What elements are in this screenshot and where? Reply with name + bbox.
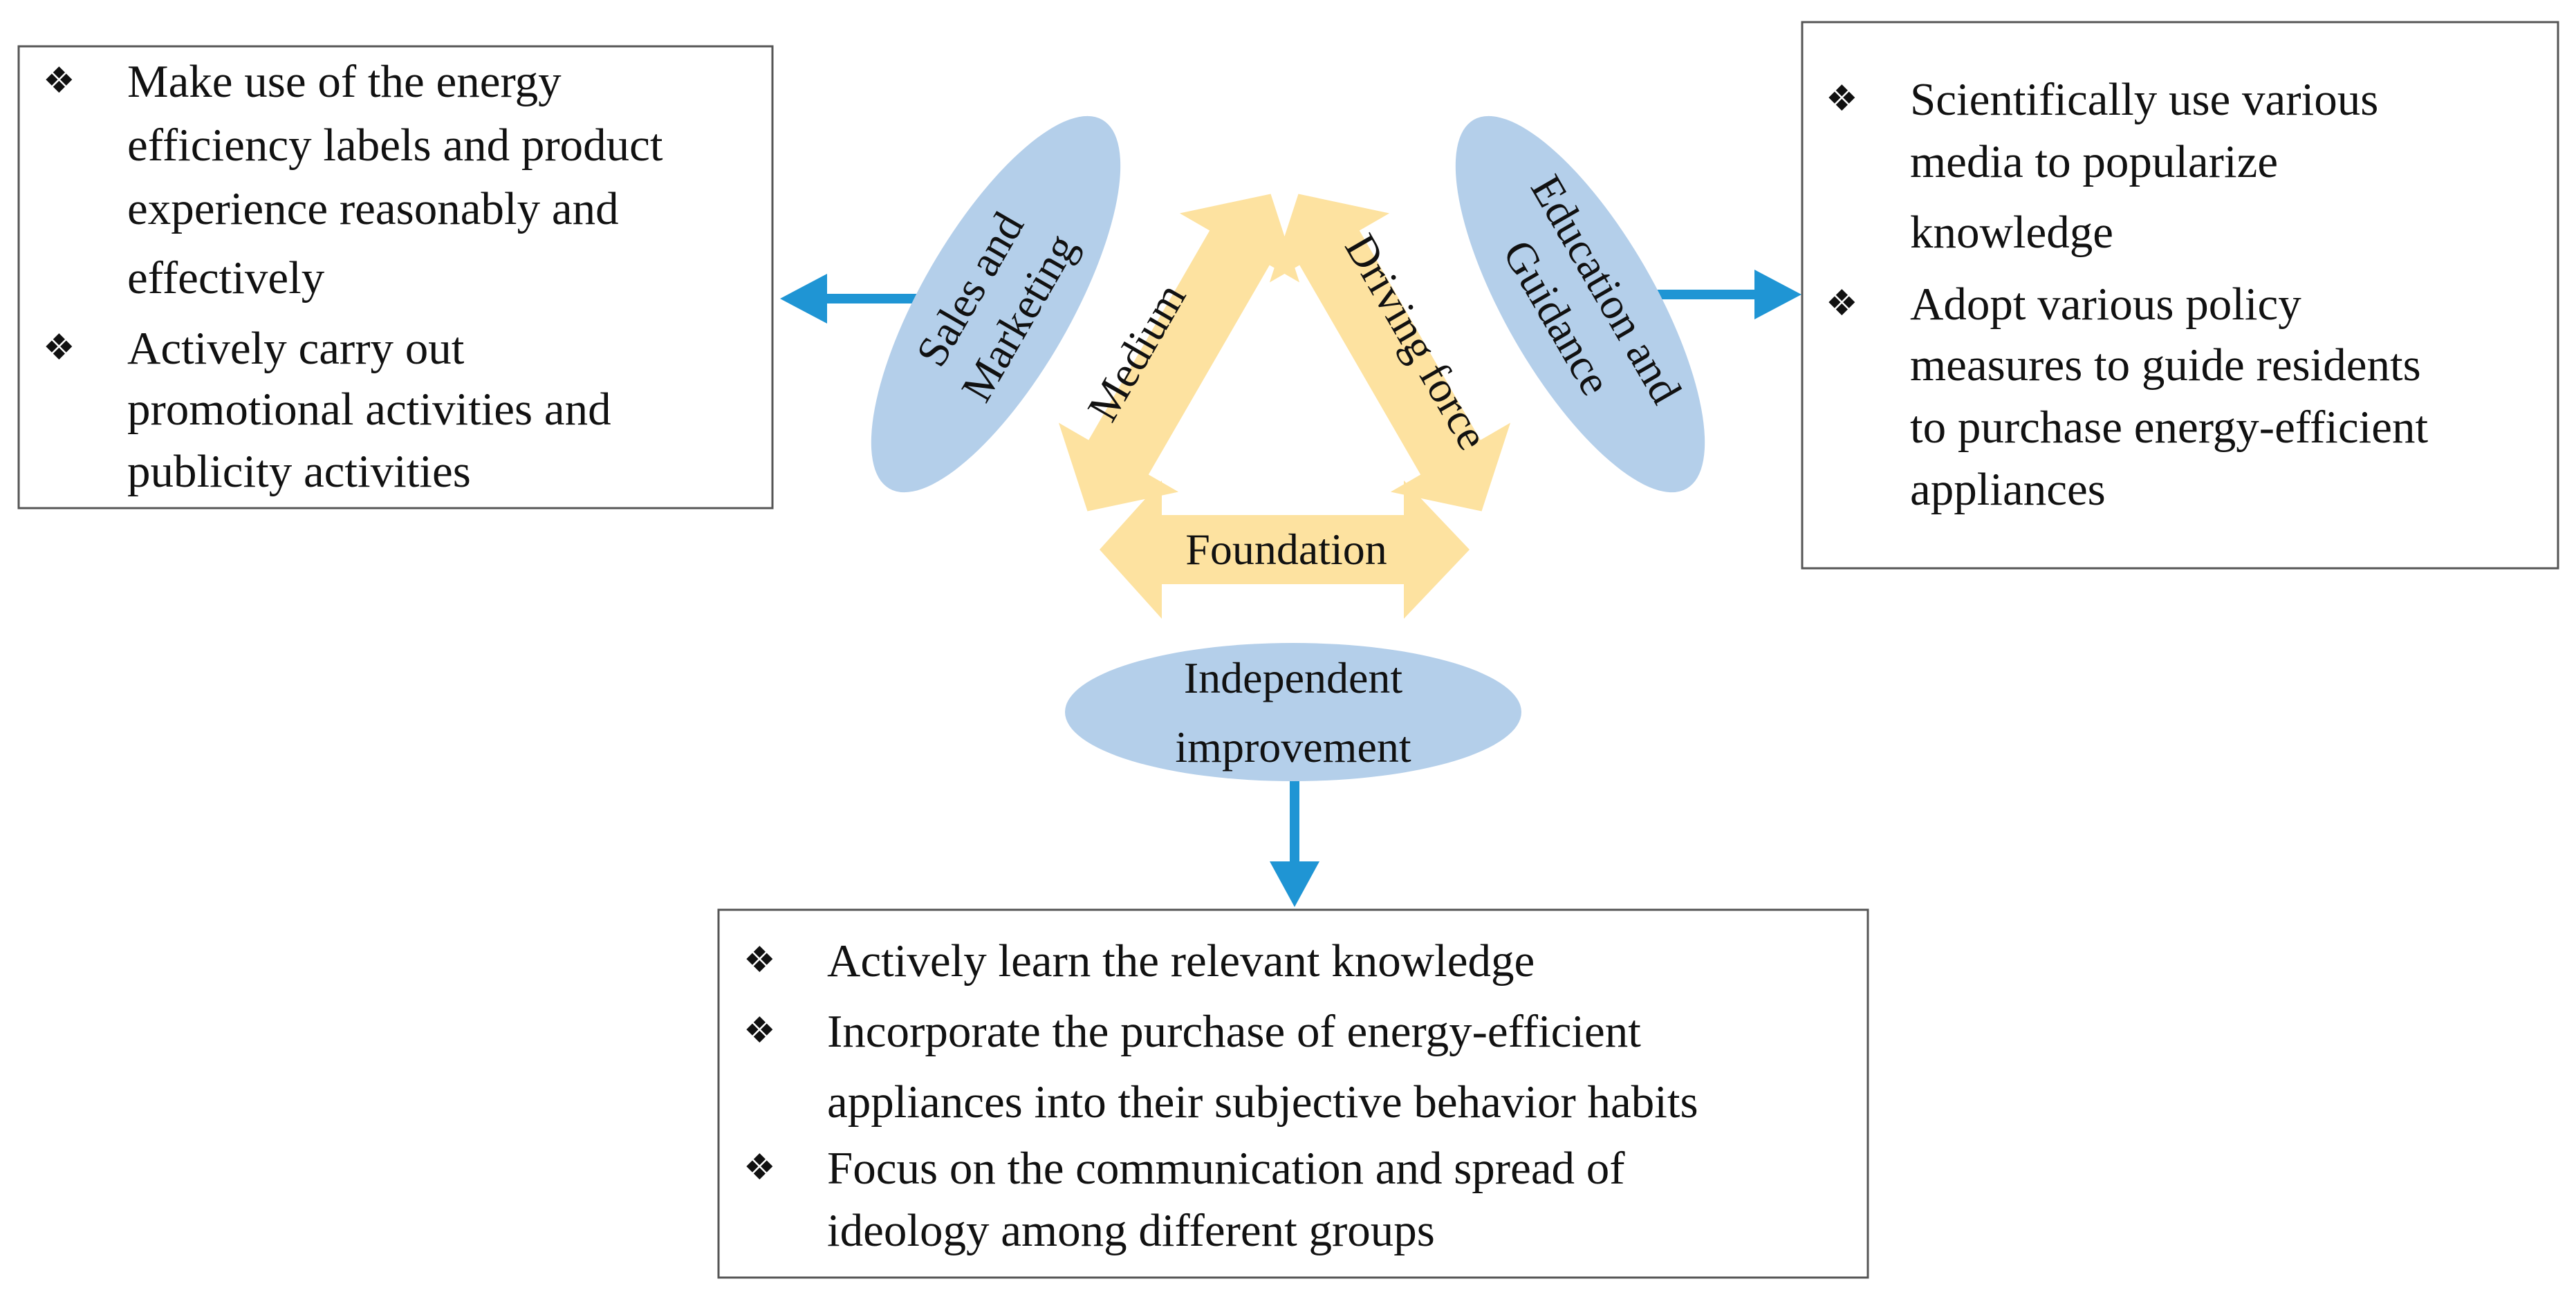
diamond-bullet-icon: ❖ <box>743 1010 776 1052</box>
left-box-frame <box>17 45 774 510</box>
bottom-box: ❖ Actively learn the relevant knowledge … <box>717 908 1869 1279</box>
connector-to-bottom-box <box>1270 780 1319 907</box>
sales-marketing-ellipse: Sales and Marketing <box>871 115 1121 493</box>
left-item-1-line-1: Make use of the energy <box>127 56 562 107</box>
diamond-bullet-icon: ❖ <box>1826 78 1858 120</box>
left-item-1-line-4: effectively <box>127 252 325 303</box>
diamond-bullet-icon: ❖ <box>43 60 75 102</box>
driving-force-double-arrow <box>1269 194 1511 512</box>
bottom-item-2-line-2: appliances into their subjective behavio… <box>827 1076 1698 1128</box>
left-item-2-line-1: Actively carry out <box>127 323 465 374</box>
right-item-2-line-2: measures to guide residents <box>1910 339 2421 391</box>
independent-improvement-ellipse: Independent improvement <box>1065 643 1521 781</box>
left-item-1-line-3: experience reasonably and <box>127 183 619 234</box>
bottom-item-3-line-2: ideology among different groups <box>827 1205 1435 1256</box>
bottom-box-frame <box>717 908 1869 1279</box>
arrow-left-icon <box>780 274 827 324</box>
medium-double-arrow <box>1058 194 1300 512</box>
arrow-right-icon <box>1754 270 1801 319</box>
left-item-1-line-2: efficiency labels and product <box>127 120 663 171</box>
left-item-2-line-3: publicity activities <box>127 446 471 497</box>
bottom-item-2-line-1: Incorporate the purchase of energy-effic… <box>827 1006 1641 1057</box>
connector-to-left-box <box>780 274 923 324</box>
right-box-frame <box>1801 21 2559 570</box>
arrow-down-icon <box>1270 861 1319 907</box>
right-item-1-line-3: knowledge <box>1910 207 2113 258</box>
sales-marketing-shape <box>871 115 1121 493</box>
diamond-bullet-icon: ❖ <box>743 940 776 981</box>
diamond-bullet-icon: ❖ <box>1826 283 1858 324</box>
right-item-1-line-2: media to popularize <box>1910 136 2278 187</box>
right-box: ❖ Scientifically use various media to po… <box>1801 21 2559 570</box>
connector-shaft <box>1290 780 1299 884</box>
right-item-2-line-4: appliances <box>1910 464 2106 515</box>
independent-improvement-line-2: improvement <box>1175 722 1411 772</box>
independent-improvement-line-1: Independent <box>1184 653 1403 702</box>
independent-improvement-shape <box>1065 643 1521 781</box>
right-item-1-line-1: Scientifically use various <box>1910 74 2378 125</box>
connector-to-right-box <box>1646 270 1801 319</box>
diamond-bullet-icon: ❖ <box>743 1147 776 1188</box>
foundation-double-arrow <box>1100 480 1470 619</box>
bottom-item-1-line-1: Actively learn the relevant knowledge <box>827 935 1535 987</box>
left-box: ❖ Make use of the energy efficiency labe… <box>17 45 774 510</box>
left-item-2-line-2: promotional activities and <box>127 384 611 435</box>
diamond-bullet-icon: ❖ <box>43 327 75 368</box>
triangle-arrows <box>1058 194 1511 619</box>
foundation-label: Foundation <box>1185 525 1387 574</box>
right-item-2-line-1: Adopt various policy <box>1910 279 2301 330</box>
right-item-2-line-3: to purchase energy-efficient <box>1910 402 2428 453</box>
bottom-item-3-line-1: Focus on the communication and spread of <box>827 1143 1625 1194</box>
connector-shaft <box>1646 290 1767 299</box>
connector-shaft <box>816 294 923 303</box>
education-guidance-shape <box>1455 115 1705 493</box>
